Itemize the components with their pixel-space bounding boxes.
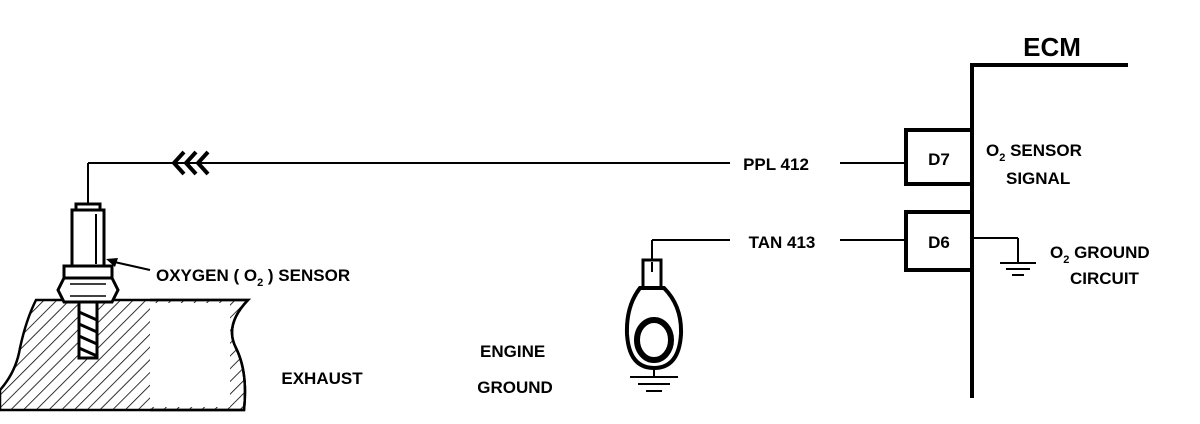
pin-d7-box (904, 128, 974, 186)
connector-d7: D7 (904, 128, 974, 186)
engine-ground-label: ENGINE GROUND (477, 342, 553, 397)
o2-ground-circuit-label: O2 GROUND CIRCUIT (1050, 243, 1154, 288)
engine-ground-terminal-icon (624, 258, 684, 392)
connector-d6: D6 (904, 210, 974, 272)
ground-symbol-icon (1000, 262, 1036, 276)
sensor-leader-line (109, 260, 151, 271)
exhaust-pipe: EXHAUST (0, 298, 363, 412)
wire-ground-label: TAN 413 (749, 233, 816, 252)
oxygen-sensor-label: OXYGEN ( O2 ) SENSOR (156, 266, 350, 289)
o2-sensor-signal-label: O2 SENSOR SIGNAL (986, 141, 1087, 188)
o2-ground-circuit: O2 GROUND CIRCUIT (972, 237, 1154, 288)
wire-signal-label: PPL 412 (743, 155, 809, 174)
ecm-module: ECM (970, 32, 1128, 398)
pin-d6-box (904, 210, 974, 272)
ecm-label: ECM (1023, 32, 1081, 62)
pin-d7-label: D7 (928, 150, 950, 169)
pin-d6-label: D6 (928, 233, 950, 252)
ecm-housing-outline (970, 63, 1128, 398)
oxygen-sensor-icon (56, 202, 151, 360)
ground-wire: TAN 413 (651, 233, 906, 262)
connector-chevron-icon (171, 150, 210, 176)
engine-ground-symbol-icon (630, 376, 678, 392)
signal-wire: PPL 412 (87, 150, 906, 204)
exhaust-label: EXHAUST (281, 369, 363, 388)
